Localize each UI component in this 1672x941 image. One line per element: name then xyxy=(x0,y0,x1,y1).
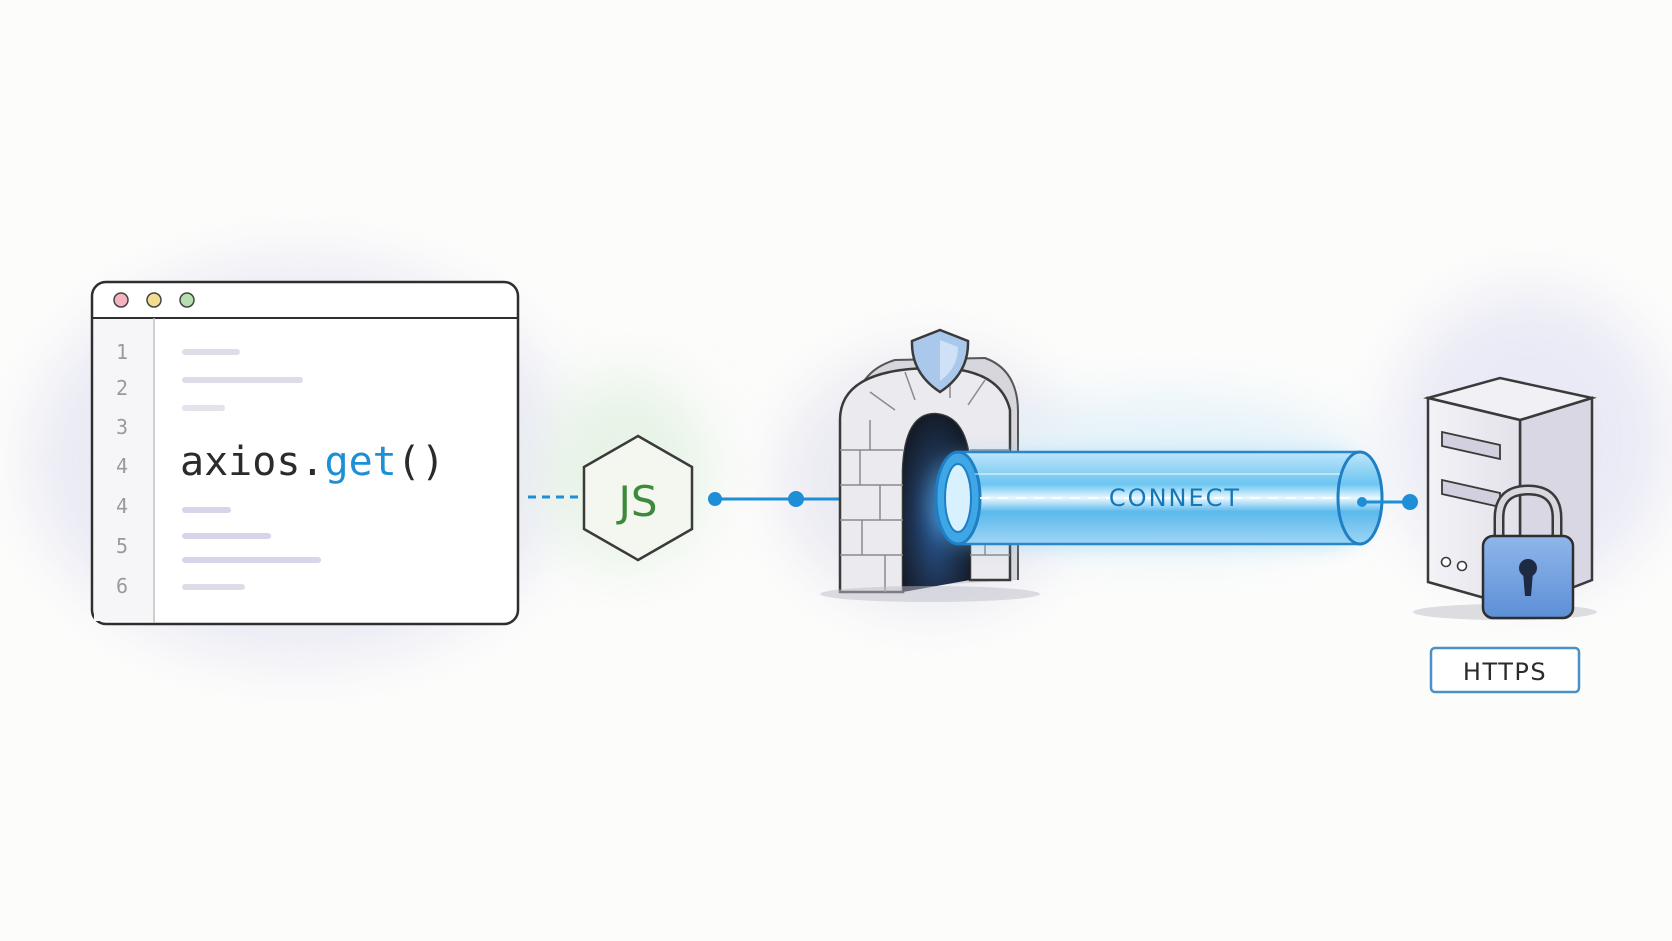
window-close-dot-icon xyxy=(113,292,129,308)
code-prefix: axios. xyxy=(180,439,325,485)
js-label: JS xyxy=(615,477,657,526)
line-number: 1 xyxy=(116,340,128,364)
line-number: 5 xyxy=(116,534,128,558)
code-call: axios.get() xyxy=(180,439,445,485)
line-number-gutter: 1 2 3 4 4 5 6 xyxy=(116,340,128,598)
https-label-box: HTTPS xyxy=(1429,646,1581,694)
code-suffix: () xyxy=(397,439,445,485)
tube-server-connector xyxy=(1357,494,1418,510)
code-editor-window: 1 2 3 4 4 5 6 axios.get() xyxy=(90,280,520,626)
placeholder-code-lines xyxy=(182,349,321,590)
line-number: 4 xyxy=(116,494,128,518)
hexagon-js-icon: JS xyxy=(582,434,694,562)
code-method: get xyxy=(325,439,397,485)
line-number: 6 xyxy=(116,574,128,598)
shield-icon xyxy=(910,328,970,394)
window-minimize-dot-icon xyxy=(146,292,162,308)
padlock-icon xyxy=(1481,484,1575,620)
tunnel-label: CONNECT xyxy=(1109,484,1241,512)
line-number: 3 xyxy=(116,415,128,439)
glowing-tube-icon: CONNECT xyxy=(930,450,1384,546)
https-label: HTTPS xyxy=(1463,658,1547,686)
window-maximize-dot-icon xyxy=(179,292,195,308)
line-number: 2 xyxy=(116,376,128,400)
line-number: 4 xyxy=(116,454,128,478)
